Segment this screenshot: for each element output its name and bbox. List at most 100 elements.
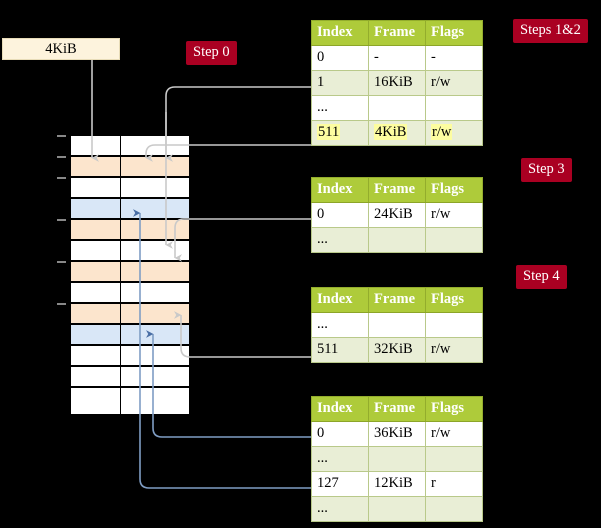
cell-frame (368, 446, 426, 472)
cell-index: ... (311, 95, 369, 121)
memory-frame-2 (70, 177, 190, 198)
badge-step-4-label: Step 4 (523, 268, 560, 284)
cell-index: ... (311, 496, 369, 522)
cell-frame (368, 312, 426, 338)
memory-frame-11 (70, 366, 190, 387)
table-row: ... (311, 496, 483, 522)
cell-flags-text: r/w (431, 124, 453, 140)
memory-frame-6 (70, 261, 190, 282)
cell-index: 511 (311, 120, 369, 146)
cell-frame (368, 227, 426, 253)
cell-index: 0 (311, 202, 369, 228)
table-header-row: Index Frame Flags (311, 20, 483, 46)
table-row: ... (311, 95, 483, 121)
cell-flags: r/w (425, 337, 483, 363)
table-row: ... (311, 446, 483, 472)
column-header-index: Index (311, 287, 369, 313)
cell-index: ... (311, 227, 369, 253)
cell-flags: r (425, 471, 483, 497)
cell-frame: 32KiB (368, 337, 426, 363)
cell-flags: r/w (425, 421, 483, 447)
memory-tick-0 (57, 135, 66, 137)
memory-frame-1 (70, 156, 190, 177)
cell-flags: r/w (425, 70, 483, 96)
table-row: 511 4KiB r/w (311, 120, 483, 146)
source-address-label: 4KiB (45, 40, 77, 57)
column-header-frame: Frame (368, 287, 426, 313)
memory-frame-10 (70, 345, 190, 366)
table-row: ... (311, 227, 483, 253)
cell-index: 0 (311, 45, 369, 71)
column-header-index: Index (311, 177, 369, 203)
cell-frame (368, 496, 426, 522)
wire-step3-table1-to-memory (174, 218, 311, 262)
table-row: ... (311, 312, 483, 338)
cell-frame: - (368, 45, 426, 71)
cell-flags (425, 312, 483, 338)
memory-tick-8 (57, 303, 66, 305)
memory-tick-4 (57, 219, 66, 221)
memory-frame-0 (70, 135, 190, 156)
table-header-row: Index Frame Flags (311, 177, 483, 203)
cell-frame: 4KiB (368, 120, 426, 146)
memory-frame-12 (70, 387, 190, 415)
cell-index: 0 (311, 421, 369, 447)
cell-flags: r/w (425, 120, 483, 146)
badge-step-0: Step 0 (186, 41, 237, 65)
column-header-flags: Flags (425, 177, 483, 203)
memory-column-divider (120, 135, 121, 415)
cell-frame (368, 95, 426, 121)
memory-tick-6 (57, 261, 66, 263)
cell-flags: r/w (425, 202, 483, 228)
cell-index: ... (311, 446, 369, 472)
memory-tick-1 (57, 156, 66, 158)
cell-index: ... (311, 312, 369, 338)
cell-flags (425, 496, 483, 522)
column-header-index: Index (311, 396, 369, 422)
cell-frame: 16KiB (368, 70, 426, 96)
table-header-row: Index Frame Flags (311, 396, 483, 422)
source-address-box: 4KiB (2, 38, 120, 60)
cell-index: 127 (311, 471, 369, 497)
memory-tick-2 (57, 177, 66, 179)
cell-flags (425, 446, 483, 472)
column-header-index: Index (311, 20, 369, 46)
memory-frame-9 (70, 324, 190, 345)
wire-step4-table2-to-memory (173, 311, 311, 358)
memory-frame-3 (70, 198, 190, 219)
cell-flags (425, 95, 483, 121)
column-header-flags: Flags (425, 396, 483, 422)
badge-step-3-label: Step 3 (528, 161, 565, 177)
cell-index: 1 (311, 70, 369, 96)
cell-index-text: 511 (317, 124, 341, 140)
badge-steps-1-2-label: Steps 1&2 (520, 22, 581, 38)
column-header-frame: Frame (368, 20, 426, 46)
badge-step-3: Step 3 (521, 158, 572, 182)
physical-memory-column (57, 135, 190, 415)
cell-flags (425, 227, 483, 253)
badge-step-4: Step 4 (516, 265, 567, 289)
cell-frame: 24KiB (368, 202, 426, 228)
memory-frame-8 (70, 303, 190, 324)
table-row: 0-- (311, 45, 483, 71)
table-header-row: Index Frame Flags (311, 287, 483, 313)
column-header-frame: Frame (368, 177, 426, 203)
column-header-flags: Flags (425, 287, 483, 313)
column-header-frame: Frame (368, 396, 426, 422)
memory-frame-7 (70, 282, 190, 303)
memory-frame-5 (70, 240, 190, 261)
memory-frame-4 (70, 219, 190, 240)
